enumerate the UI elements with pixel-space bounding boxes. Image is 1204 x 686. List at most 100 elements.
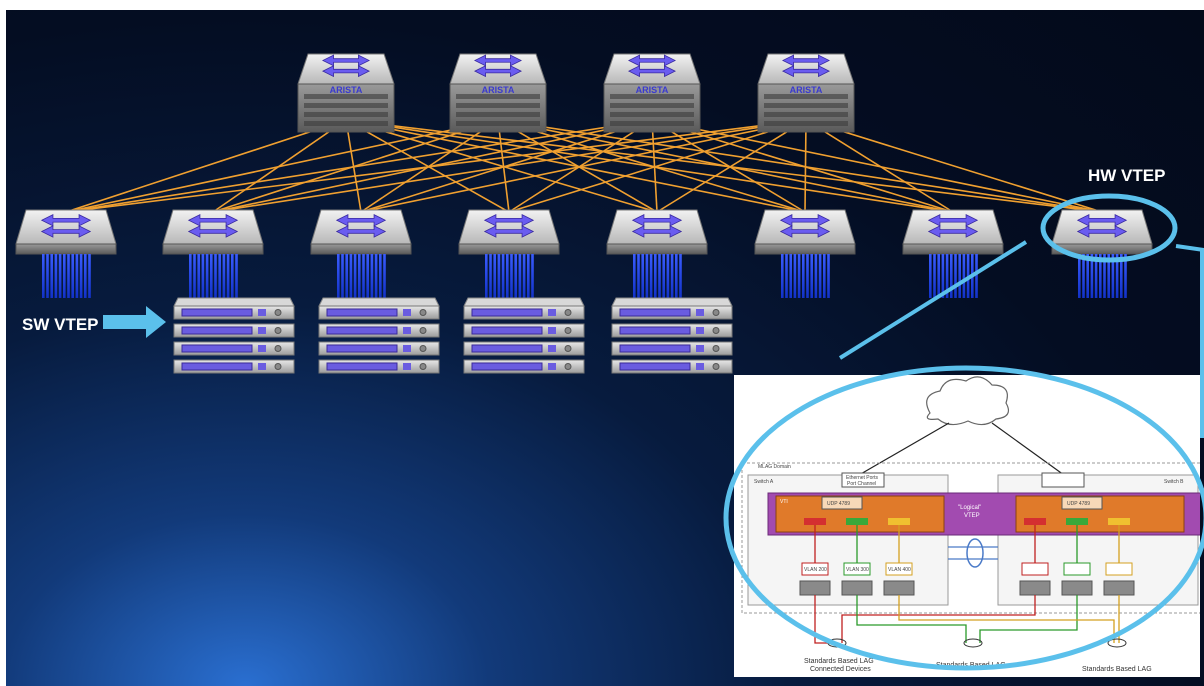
switch-arrows-icon [473,54,523,78]
fabric-links [65,119,1103,213]
leaf-switch [15,209,117,298]
logical-vtep-label-2: VTEP [964,513,980,519]
leaf-port-bundle [337,254,386,298]
leaf-switch [458,209,560,298]
server-unit [463,297,585,320]
fabric-link [804,119,807,213]
std-lag-a-sub: Connected Devices [810,666,871,673]
server-unit [611,323,733,338]
leaf-switch [902,209,1004,298]
fabric-link [497,119,658,213]
leaf-port-bundle [485,254,534,298]
server-unit [611,341,733,356]
udp-label-a: UDP 4789 [827,501,850,507]
leaf-port-bundle [781,254,830,298]
fabric-link [65,119,653,213]
arista-brand-label: ARISTA [790,85,823,95]
fabric-link [651,119,806,213]
arista-brand-label: ARISTA [636,85,669,95]
port-channel-a-label: Port Channel [847,481,876,487]
server-rack [173,297,295,374]
std-lag-c-label: Standards Based LAG [1082,666,1152,673]
leaf-switch [606,209,708,298]
leaf-switch [754,209,856,298]
std-lag-b-label: Standards Based LAG [936,662,1006,669]
fabric-link [65,119,499,213]
switch-a-label: Switch A [754,479,774,485]
topology-canvas: ARISTA ARISTA ARISTA ARISTA [15,53,1204,374]
arista-brand-label: ARISTA [330,85,363,95]
fabric-link [212,119,807,213]
callout-line-left [838,240,1028,360]
switch-arrows-icon [627,54,677,78]
fabric-link [497,119,806,213]
fabric-link [497,119,510,213]
fabric-link [651,119,658,213]
std-lag-a-label: Standards Based LAG [804,658,874,665]
server-rack [463,297,585,374]
server-unit [173,297,295,320]
switch-arrows-icon [927,214,979,238]
server-unit [463,341,585,356]
fabric-link [497,119,954,213]
fabric-link [345,119,510,213]
vti-a-label: VTI [780,499,788,505]
fabric-link [656,119,807,213]
server-unit [318,359,440,374]
leaf-switch [162,209,264,298]
switch-arrows-icon [321,54,371,78]
server-unit [318,341,440,356]
udp-label-b: UDP 4789 [1067,501,1090,507]
vlan-a-1-label: VLAN 200 [804,567,827,573]
arista-brand-label: ARISTA [482,85,515,95]
spine-switch: ARISTA [297,53,395,133]
fabric-link [360,119,807,213]
fabric-link [65,119,347,213]
server-unit [463,323,585,338]
callout-line-right [1175,244,1204,252]
switch-arrows-icon [335,214,387,238]
leaf-port-bundle [633,254,682,298]
server-unit [318,297,440,320]
leaf-switch [310,209,412,298]
leaf-port-bundle [189,254,238,298]
fabric-link [805,119,954,213]
server-unit [611,297,733,320]
sw-vtep-arrow [103,306,166,338]
leaf-port-bundle [42,254,91,298]
server-rack [611,297,733,374]
switch-arrows-icon [483,214,535,238]
server-unit [173,359,295,374]
switch-b-label: Switch B [1164,479,1184,485]
switch-arrows-icon [781,54,831,78]
mlag-domain-label: MLAG Domain [758,464,791,470]
sw-vtep-label: SW VTEP [22,315,99,334]
fabric-link [65,119,807,213]
switch-arrows-icon [1076,214,1128,238]
server-unit [173,341,295,356]
server-unit [318,323,440,338]
switch-arrows-icon [779,214,831,238]
server-rack [318,297,440,374]
network-diagram: ARISTA ARISTA ARISTA ARISTA MLAG Domain Swi… [6,10,1204,686]
switch-arrows-icon [40,214,92,238]
mlag-inset-diagram: MLAG Domain Switch A Switch B Ethernet P… [734,375,1200,677]
fabric-link [345,119,658,213]
vlan-a-2-label: VLAN 300 [846,567,869,573]
fabric-link [651,119,1103,213]
fabric-link [508,119,807,213]
fabric-link [805,119,1103,213]
hw-vtep-label: HW VTEP [1088,166,1166,185]
leaf-switch [1051,209,1153,298]
server-unit [173,323,295,338]
spine-switch: ARISTA [603,53,701,133]
spine-switch: ARISTA [757,53,855,133]
server-unit [463,359,585,374]
vlan-a-3-label: VLAN 400 [888,567,911,573]
logical-vtep-label-1: "Logical" [958,505,981,511]
switch-arrows-icon [631,214,683,238]
spine-switch: ARISTA [449,53,547,133]
hw-vtep-highlight-ring [1040,193,1178,263]
server-unit [611,359,733,374]
switch-arrows-icon [187,214,239,238]
